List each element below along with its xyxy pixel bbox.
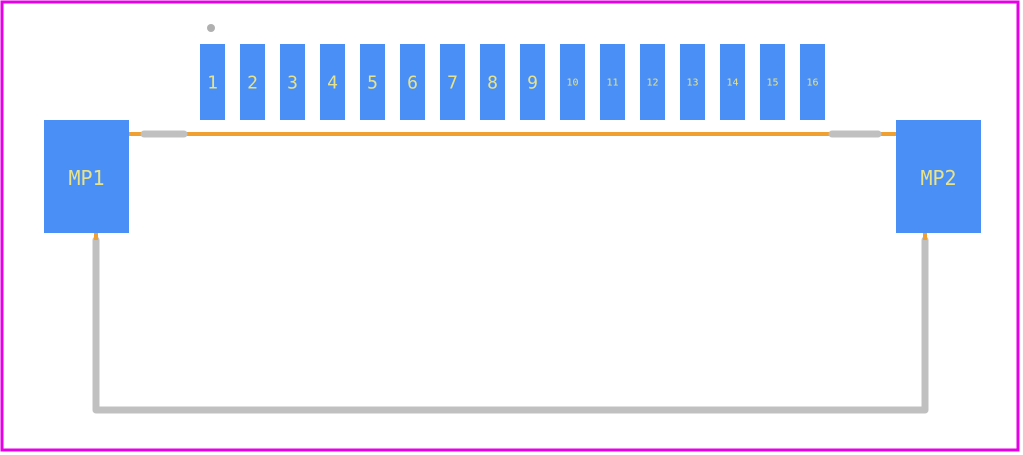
signal-pad-label: 1 xyxy=(207,73,218,94)
signal-pad-6: 6 xyxy=(400,44,425,120)
signal-pad-label: 13 xyxy=(686,78,698,89)
signal-pad-rect xyxy=(720,44,745,120)
signal-pad-rect xyxy=(760,44,785,120)
signal-pad-rect xyxy=(480,44,505,120)
signal-pad-13: 13 xyxy=(680,44,705,120)
signal-pad-rect xyxy=(800,44,825,120)
signal-pad-rect xyxy=(240,44,265,120)
signal-pad-label: 11 xyxy=(606,78,618,89)
signal-pad-rect xyxy=(280,44,305,120)
signal-pad-1: 1 xyxy=(200,44,225,120)
signal-pad-2: 2 xyxy=(240,44,265,120)
signal-pad-label: 2 xyxy=(247,73,258,94)
mounting-pad-label: MP1 xyxy=(68,166,104,190)
signal-pad-16: 16 xyxy=(800,44,825,120)
signal-pad-5: 5 xyxy=(360,44,385,120)
signal-pad-rect xyxy=(320,44,345,120)
mounting-pad-rect xyxy=(896,120,981,233)
pin1-marker-dot xyxy=(207,24,215,32)
signal-pad-label: 16 xyxy=(806,78,818,89)
signal-pad-15: 15 xyxy=(760,44,785,120)
silkscreen-body-outline xyxy=(92,236,929,414)
signal-pad-14: 14 xyxy=(720,44,745,120)
mounting-pad-label: MP2 xyxy=(920,166,956,190)
signal-pad-rect xyxy=(200,44,225,120)
signal-pad-label: 8 xyxy=(487,73,498,94)
signal-pad-rect xyxy=(640,44,665,120)
signal-pad-4: 4 xyxy=(320,44,345,120)
signal-pad-label: 5 xyxy=(367,73,378,94)
signal-pad-label: 9 xyxy=(527,73,538,94)
signal-pad-label: 3 xyxy=(287,73,298,94)
signal-pad-rect xyxy=(560,44,585,120)
signal-pad-rect xyxy=(680,44,705,120)
signal-pad-7: 7 xyxy=(440,44,465,120)
signal-pad-rect xyxy=(400,44,425,120)
signal-pad-label: 4 xyxy=(327,73,338,94)
signal-pad-12: 12 xyxy=(640,44,665,120)
signal-pad-rect xyxy=(440,44,465,120)
signal-pad-label: 7 xyxy=(447,73,458,94)
signal-pad-label: 14 xyxy=(726,78,738,89)
signal-pad-9: 9 xyxy=(520,44,545,120)
signal-pad-rect xyxy=(360,44,385,120)
signal-pad-10: 10 xyxy=(560,44,585,120)
mounting-pads: MP1 MP2 xyxy=(44,120,981,233)
signal-pad-8: 8 xyxy=(480,44,505,120)
signal-pad-label: 12 xyxy=(646,78,658,89)
mounting-pad-rect xyxy=(44,120,129,233)
signal-pad-3: 3 xyxy=(280,44,305,120)
signal-pad-rect xyxy=(520,44,545,120)
signal-pad-label: 15 xyxy=(766,78,778,89)
mounting-pad-mp2: MP2 xyxy=(896,120,981,233)
signal-pad-label: 6 xyxy=(407,73,418,94)
mounting-pad-mp1: MP1 xyxy=(44,120,129,233)
signal-pad-label: 10 xyxy=(566,78,578,89)
signal-pad-11: 11 xyxy=(600,44,625,120)
signal-pad-rect xyxy=(600,44,625,120)
